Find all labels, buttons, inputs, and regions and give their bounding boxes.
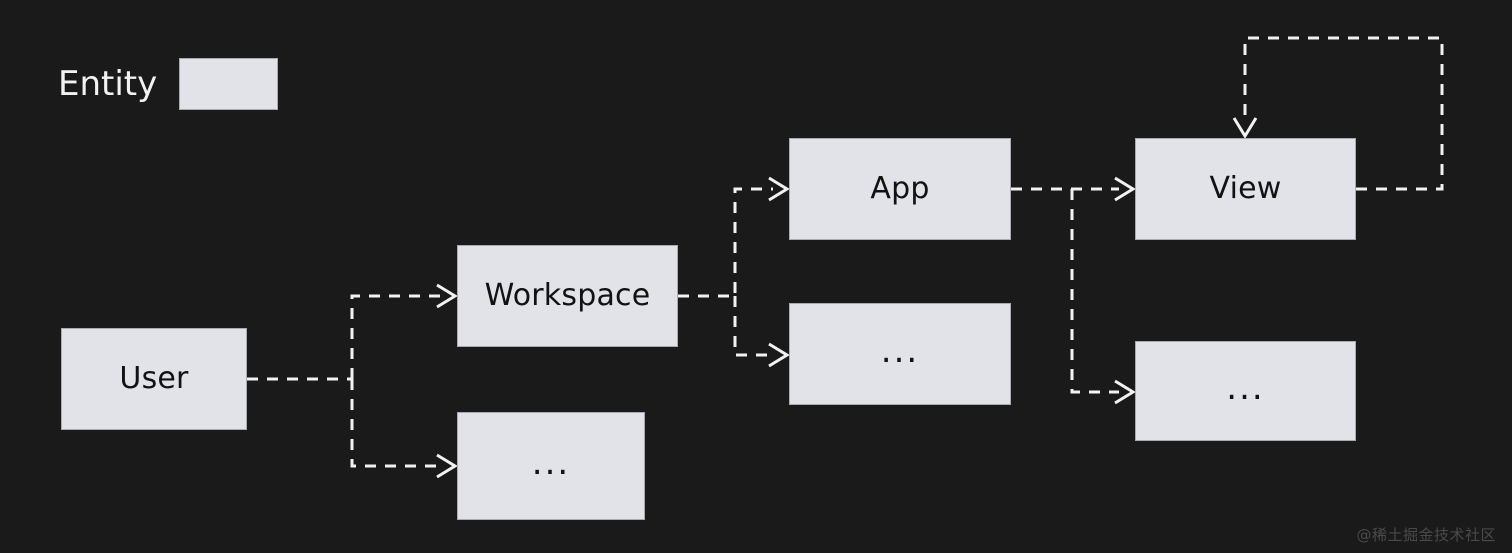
node-user-more[interactable]: ... [457, 412, 645, 520]
node-workspace-label: Workspace [484, 278, 651, 313]
arrowhead-right [1114, 176, 1136, 202]
node-app-label: App [870, 171, 930, 206]
node-workspace[interactable]: Workspace [457, 245, 678, 347]
node-user-label: User [119, 361, 189, 396]
node-app-more[interactable]: ... [789, 303, 1011, 405]
node-user[interactable]: User [61, 328, 247, 430]
node-app-more-label: ... [880, 331, 920, 371]
node-app[interactable]: App [789, 138, 1011, 240]
legend-label: Entity [58, 64, 158, 104]
edge-branch-to-workspace [350, 283, 458, 379]
arrowhead-right [436, 453, 458, 479]
arrowhead-down [1232, 117, 1258, 139]
arrowhead-right [768, 342, 790, 368]
edge-app-to-view-more [1070, 189, 1136, 405]
arrowhead-right [436, 283, 458, 309]
node-view-more-label: ... [1226, 368, 1265, 408]
entity-swatch-icon [179, 58, 279, 110]
arrowhead-right [1114, 379, 1136, 405]
node-view-more[interactable]: ... [1135, 341, 1356, 441]
arrowhead-right [768, 176, 790, 202]
legend: Entity [58, 58, 279, 110]
edge-workspace-to-app-more [733, 296, 790, 368]
node-view-label: View [1209, 171, 1282, 206]
node-view[interactable]: View [1135, 138, 1356, 240]
edge-branch-to-user-more [350, 379, 458, 479]
edge-workspace-to-app [678, 176, 790, 298]
watermark: @稀土掘金技术社区 [1356, 526, 1496, 544]
node-user-more-label: ... [531, 443, 571, 483]
edge-app-to-view [1011, 176, 1136, 202]
